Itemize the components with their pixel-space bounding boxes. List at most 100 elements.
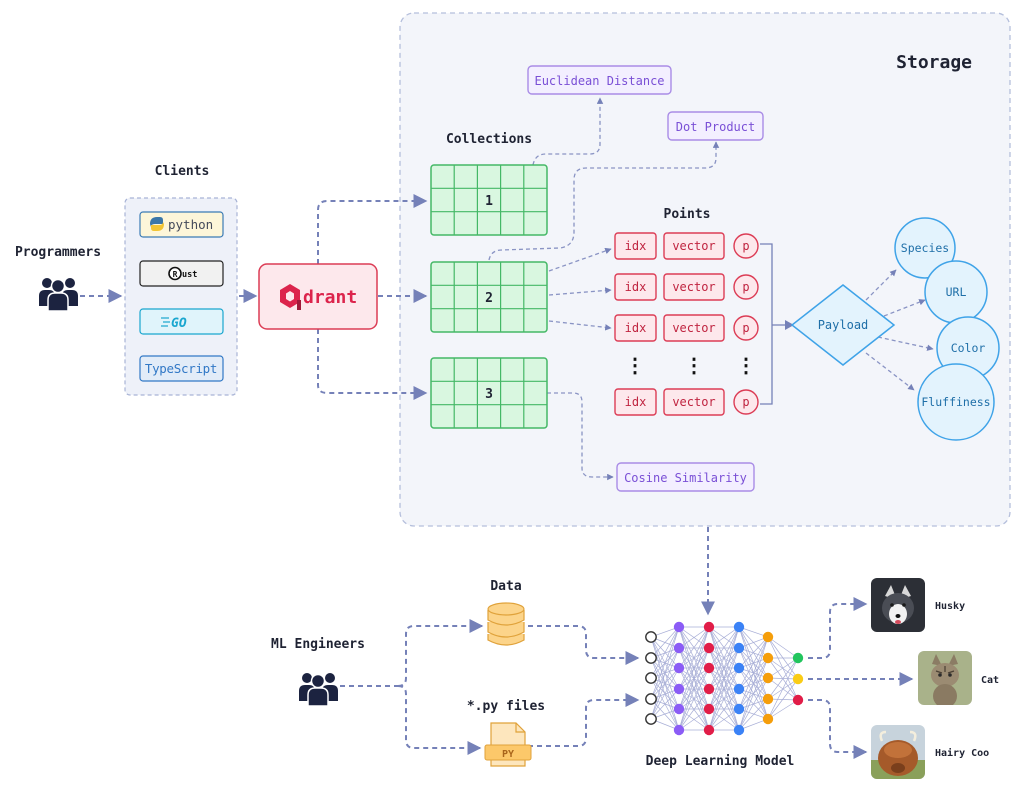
arrow-payload-url (883, 299, 926, 317)
py-files-label: *.py files (467, 699, 545, 714)
qdrant-logo-icon (280, 284, 301, 310)
points-title: Points (664, 207, 711, 222)
client-typescript-label: TypeScript (145, 361, 217, 376)
nn-node (645, 693, 657, 705)
nn-node (762, 693, 774, 705)
python-icon (150, 217, 164, 231)
nn-node (645, 672, 657, 684)
nn-node (673, 703, 685, 715)
point-payload: p (742, 239, 749, 253)
client-typescript[interactable]: TypeScript (139, 355, 224, 382)
programmers: Programmers (15, 245, 101, 312)
point-vector: vector (672, 239, 715, 253)
qdrant-node[interactable]: drant (258, 263, 378, 330)
collections-title: Collections (446, 132, 532, 147)
arrow-c2-point1 (548, 247, 612, 272)
nn-node (733, 642, 745, 654)
client-rust[interactable]: R ust (139, 260, 224, 287)
nn-node (703, 724, 715, 736)
cat-output: Cat (918, 651, 999, 705)
nn-node (673, 642, 685, 654)
svg-text:R: R (173, 270, 178, 279)
clients-title: Clients (155, 164, 210, 179)
arrow-data-model (528, 625, 640, 665)
nn-node (673, 662, 685, 674)
nn-node (792, 694, 804, 706)
arrow-payload-fluffiness (865, 352, 915, 391)
python-file-icon: PY (484, 722, 532, 767)
qdrant-label: drant (303, 287, 357, 308)
cat-image (918, 651, 972, 705)
collection-2[interactable]: 2 (430, 261, 548, 333)
collection-3[interactable]: 3 (430, 357, 548, 429)
nn-node (733, 724, 745, 736)
points-ellipsis: ⋮ (684, 353, 704, 377)
point-row[interactable]: idx vector p (614, 232, 759, 260)
client-python[interactable]: python (139, 211, 224, 238)
cow-output: Hairy Coo (871, 725, 989, 779)
client-go-label: GO (171, 316, 187, 331)
nn-node (673, 683, 685, 695)
nn-node (703, 703, 715, 715)
client-go[interactable]: GO (139, 308, 224, 335)
data-label: Data (490, 579, 521, 594)
go-icon (161, 317, 170, 327)
clients-panel (124, 197, 238, 396)
husky-label: Husky (935, 601, 965, 612)
nn-node (792, 652, 804, 664)
collection-1[interactable]: 1 (430, 164, 548, 236)
point-row[interactable]: idx vector p (614, 388, 759, 416)
nn-node (733, 621, 745, 633)
point-payload: p (742, 395, 749, 409)
users-icon (39, 278, 78, 312)
nn-node (792, 673, 804, 685)
nn-node (762, 652, 774, 664)
bracket-arrowhead (785, 320, 794, 330)
arrow-qdrant-collection-1 (317, 194, 428, 264)
nn-node (762, 713, 774, 725)
point-idx: idx (625, 395, 647, 409)
point-vector: vector (672, 395, 715, 409)
payload-node[interactable]: Payload (790, 284, 896, 366)
point-idx: idx (625, 239, 647, 253)
payload-field-url[interactable]: URL (924, 260, 988, 324)
collections: 1 2 3 (430, 164, 548, 429)
arrow-engineers-files (397, 685, 482, 755)
payload-field-fluffiness[interactable]: Fluffiness (917, 363, 995, 441)
arrow-c2-point3 (548, 320, 612, 331)
point-payload: p (742, 280, 749, 294)
collection-2-label: 2 (485, 291, 493, 306)
metric-euclidean-label: Euclidean Distance (534, 74, 664, 88)
deep-learning-model (645, 621, 804, 736)
metric-dot[interactable]: Dot Product (667, 111, 764, 141)
arrow-c2-point2 (548, 287, 612, 296)
payload-field-species[interactable]: Species (894, 217, 956, 279)
metric-euclidean[interactable]: Euclidean Distance (527, 65, 672, 95)
arrow-payload-color (877, 336, 934, 351)
nn-node (645, 713, 657, 725)
programmers-label: Programmers (15, 245, 101, 260)
metric-dot-label: Dot Product (676, 120, 755, 134)
collection-3-label: 3 (485, 387, 493, 402)
nn-node (762, 672, 774, 684)
nn-node (762, 631, 774, 643)
nn-node (645, 652, 657, 664)
cow-label: Hairy Coo (935, 747, 989, 759)
arrow-model-cow (808, 699, 868, 759)
points-ellipsis: ⋮ (736, 353, 756, 377)
payload-field-label: Fluffiness (921, 395, 990, 409)
nn-node (733, 662, 745, 674)
metric-cosine[interactable]: Cosine Similarity (616, 462, 755, 492)
point-idx: idx (625, 321, 647, 335)
nn-node (673, 724, 685, 736)
nn-node (703, 642, 715, 654)
clients-group: Clients python R ust GO (124, 164, 238, 396)
arrow-payload-species (865, 269, 897, 301)
payload-field-label: Species (901, 241, 949, 255)
